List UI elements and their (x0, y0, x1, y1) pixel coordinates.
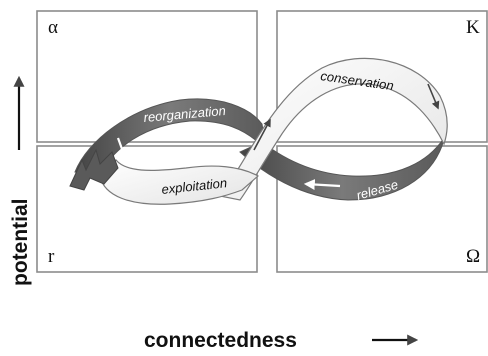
conservation-arrow (427, 83, 440, 110)
label-reorganization: reorganization (143, 103, 226, 125)
label-k: K (466, 17, 480, 38)
label-r: r (48, 246, 55, 267)
reorganization-arrow (116, 137, 129, 163)
axis-label-connectedness: connectedness (144, 329, 297, 352)
loop-tail (69, 148, 119, 191)
quadrant-r (36, 145, 258, 273)
label-exploitation: exploitation (161, 175, 228, 197)
label-alpha: α (48, 17, 58, 38)
axis-label-potential: potential (9, 199, 32, 287)
release-band (239, 137, 445, 201)
exploitation-band (99, 159, 260, 205)
quadrant-frames (36, 10, 488, 273)
label-omega: Ω (466, 246, 480, 267)
quadrant-omega (276, 145, 488, 273)
exploitation-arrow (253, 118, 271, 151)
release-arrow (303, 179, 341, 191)
